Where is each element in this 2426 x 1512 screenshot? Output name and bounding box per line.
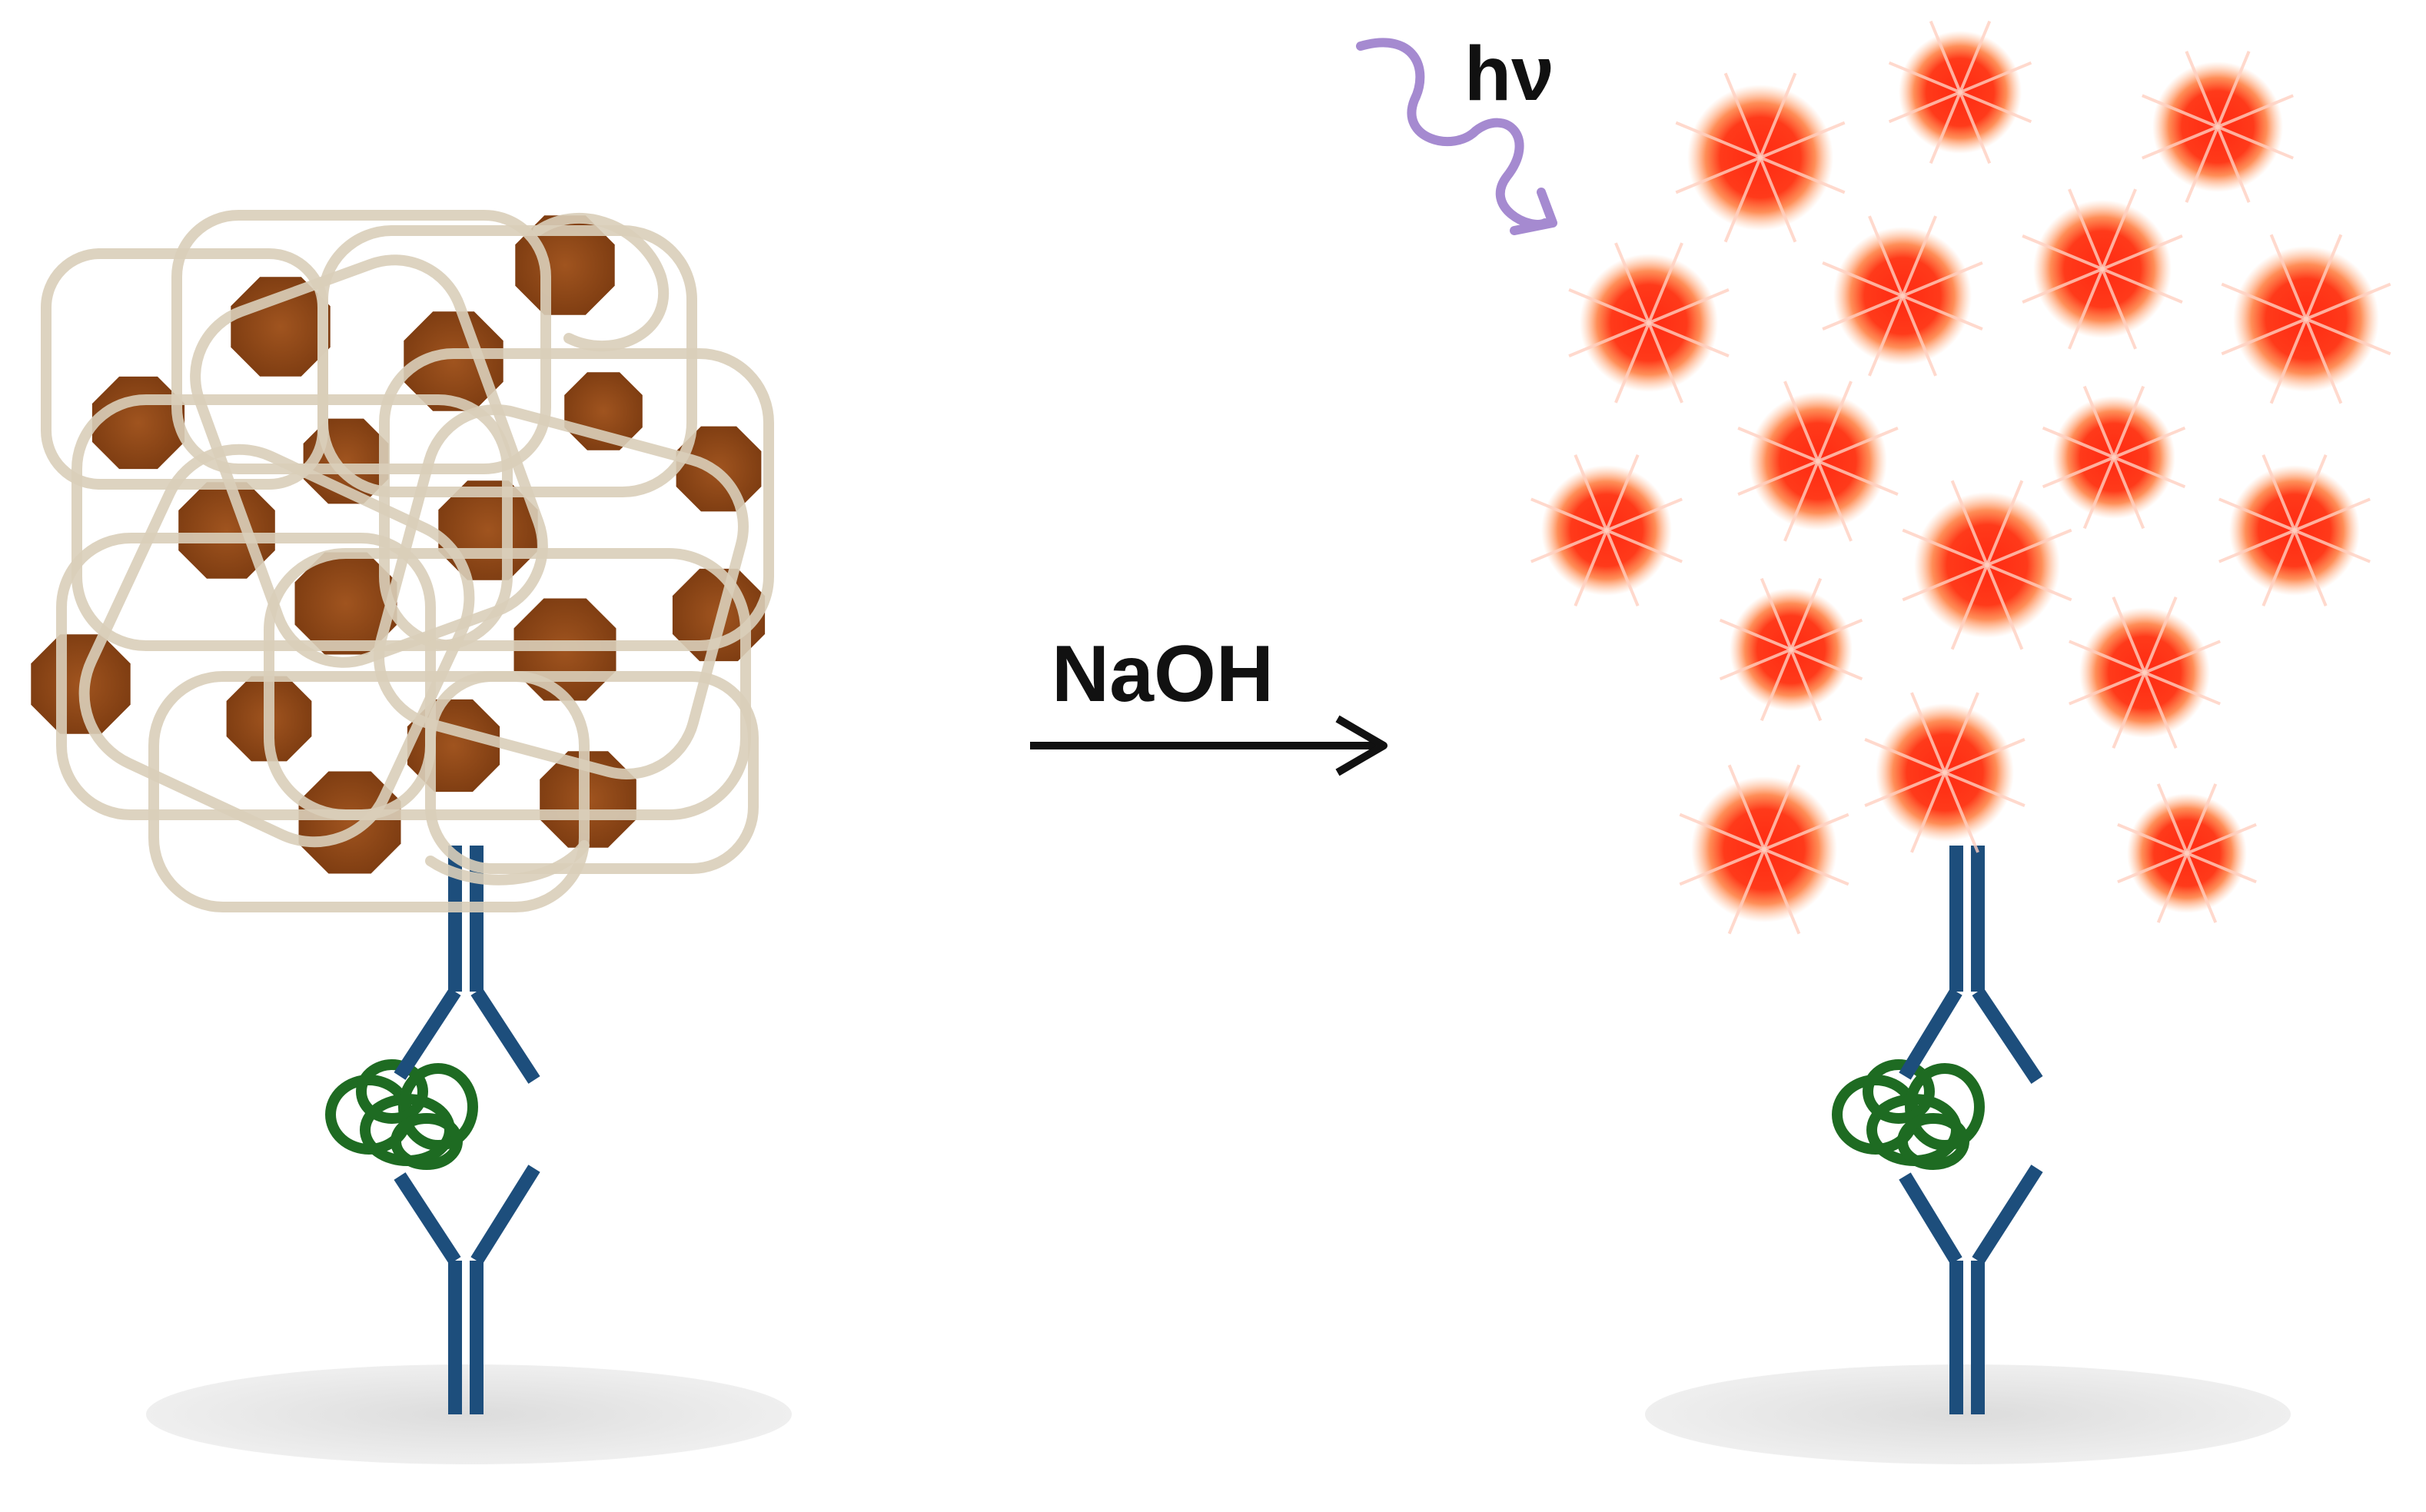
left-antigen [325,1059,478,1170]
right-capture-antibody [1899,1165,2043,1414]
glowing-star-particle-icon [1679,764,1849,935]
glowing-star-particle-icon [1902,480,2072,650]
glowing-star-particle-icon [2117,783,2257,923]
glowing-star-particle-icon [1822,215,1983,377]
nanocrystal-icon [294,552,397,655]
glowing-star-particle-icon [2042,385,2186,530]
left-capture-antibody [394,1165,540,1414]
glowing-star-particle-icon [1888,20,2032,164]
glowing-star-particle-icon [1568,242,1730,404]
right-antigen [1832,1059,1985,1170]
glowing-star-particle-icon [1737,380,1899,542]
left-panel [31,210,792,1464]
reaction-arrow: NaOH [1030,630,1387,776]
glowing-star-particle-icon [2069,596,2221,749]
glowing-star-particle-icon [1530,454,1683,606]
photon-icon [1356,38,1557,235]
right-detection-antibody [1899,846,2043,1085]
glowing-star-particle-icon [2218,454,2371,606]
reagent-label: NaOH [1052,630,1274,719]
glowing-star-particle-icon [1719,577,1863,722]
glowing-star-particle-icon [1864,692,2026,853]
right-surface [1645,1364,2291,1464]
glowing-star-particle-icon [2022,188,2183,350]
released-emitters [1530,20,2391,935]
glowing-star-particle-icon [2221,234,2391,404]
glowing-star-particle-icon [1675,72,1846,243]
glowing-star-particle-icon [2142,51,2294,203]
right-panel: hν [1356,20,2391,1464]
left-surface [146,1364,792,1464]
polymer-matrix [41,210,774,912]
nanocrystal-icon [298,771,401,874]
left-nanocrystal-cluster [31,210,774,912]
nanocrystal-icon [404,311,503,411]
nanocrystal-icon [91,376,185,470]
light-label: hν [1464,31,1554,117]
arrow-head [1335,715,1387,776]
